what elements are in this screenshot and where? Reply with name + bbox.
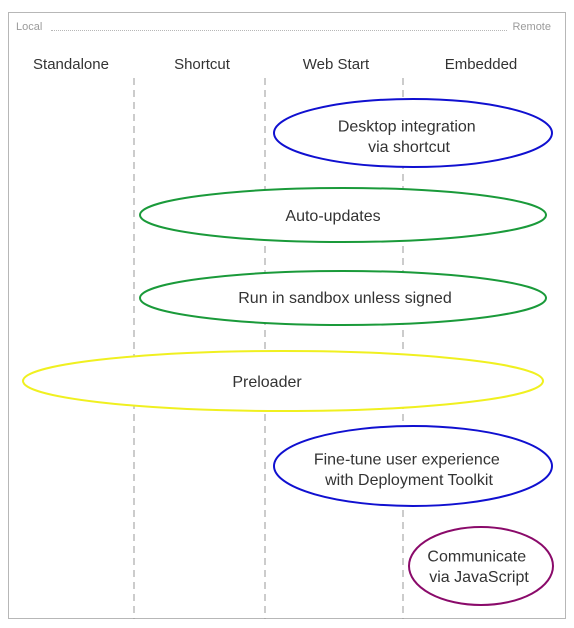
feature-ellipse — [22, 350, 544, 412]
feature-auto-updates: Auto-updates — [139, 187, 547, 243]
column-header-shortcut: Shortcut — [174, 56, 230, 73]
feature-sandbox: Run in sandbox unless signed — [139, 270, 547, 326]
column-header-embedded: Embedded — [444, 56, 518, 73]
feature-ellipse — [408, 526, 554, 606]
feature-label: Run in sandbox unless signed — [238, 290, 451, 307]
feature-deployment-toolkit: Fine-tune user experience with Deploymen… — [273, 425, 553, 507]
feature-label: Communicate via JavaScript — [427, 548, 530, 586]
feature-label: Desktop integration via shortcut — [338, 118, 480, 156]
column-header-web-start: Web Start — [302, 56, 370, 73]
column-header-standalone: Standalone — [33, 56, 109, 73]
feature-desktop-integration: Desktop integration via shortcut — [273, 98, 553, 168]
feature-ellipse — [139, 187, 547, 243]
feature-label: Auto-updates — [285, 208, 380, 225]
scale-remote-label: Remote — [512, 21, 551, 33]
feature-preloader: Preloader — [22, 350, 544, 412]
scale-dotted-line — [51, 30, 507, 31]
scale-local-label: Local — [16, 21, 43, 33]
feature-javascript: Communicate via JavaScript — [408, 526, 554, 606]
feature-ellipse — [139, 270, 547, 326]
feature-ellipse — [273, 425, 553, 507]
feature-ellipse — [273, 98, 553, 168]
feature-label: Preloader — [232, 374, 302, 391]
feature-label: Fine-tune user experience with Deploymen… — [314, 451, 504, 489]
